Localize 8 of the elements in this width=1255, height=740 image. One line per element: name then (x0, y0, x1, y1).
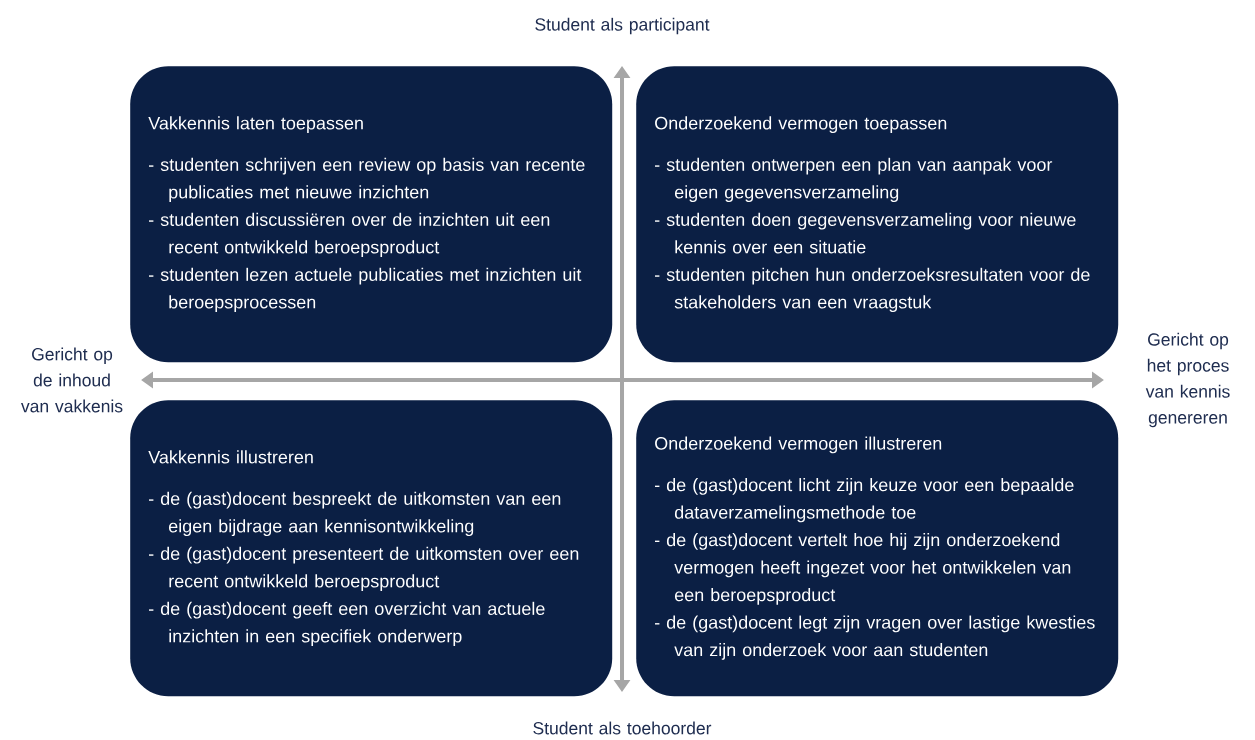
axis-label: Student als toehoorder (533, 721, 712, 735)
quadrant-box: Vakkennis laten toepassen - studenten schrijven een review op basis van recente publicaties met nieuwe inzichten - studenten discussiëren over de inzichten uit een recent ontwikkeld beroepsproduct - studenten lezen actuele publicaties met inzichten uit beroepsprocessen (130, 66, 613, 363)
quadrant-box: Onderzoekend vermogen toepassen - studenten ontwerpen een plan van aanpak voor eigen gegevensverzameling - studenten doen gegevensverzameling voor nieuwe kennis over een situatie - studenten pitchen hun onderzoeksresultaten voor de stakeholders van een vraagstuk (636, 66, 1119, 363)
axis-label: Gericht op het proces van kennis genereren (1145, 332, 1230, 428)
axis-label: Gericht op de inhoud van vakkenis (21, 347, 123, 413)
quadrant-box: Vakkennis illustreren - de (gast)docent bespreekt de uitkomsten van een eigen bijdrage aan kennisontwikkeling - de (gast)docent presenteert de uitkomsten over een recent ontwikkeld beroepsproduct - de (gast)docent geeft een overzicht van actuele inzichten in een specifiek onderwerp (130, 400, 613, 697)
axis-label: Student als participant (535, 17, 710, 35)
quadrant-box: Onderzoekend vermogen illustreren - de (gast)docent licht zijn keuze voor een bepaalde dataverzamelingsmethode toe - de (gast)docent vertelt hoe hij zijn onderzoekend vermogen heeft ingezet voor het ontwikkelen van een beroepsproduct - de (gast)docent legt zijn vragen over lastige kwesties van zijn onderzoek voor aan studenten (636, 400, 1119, 697)
